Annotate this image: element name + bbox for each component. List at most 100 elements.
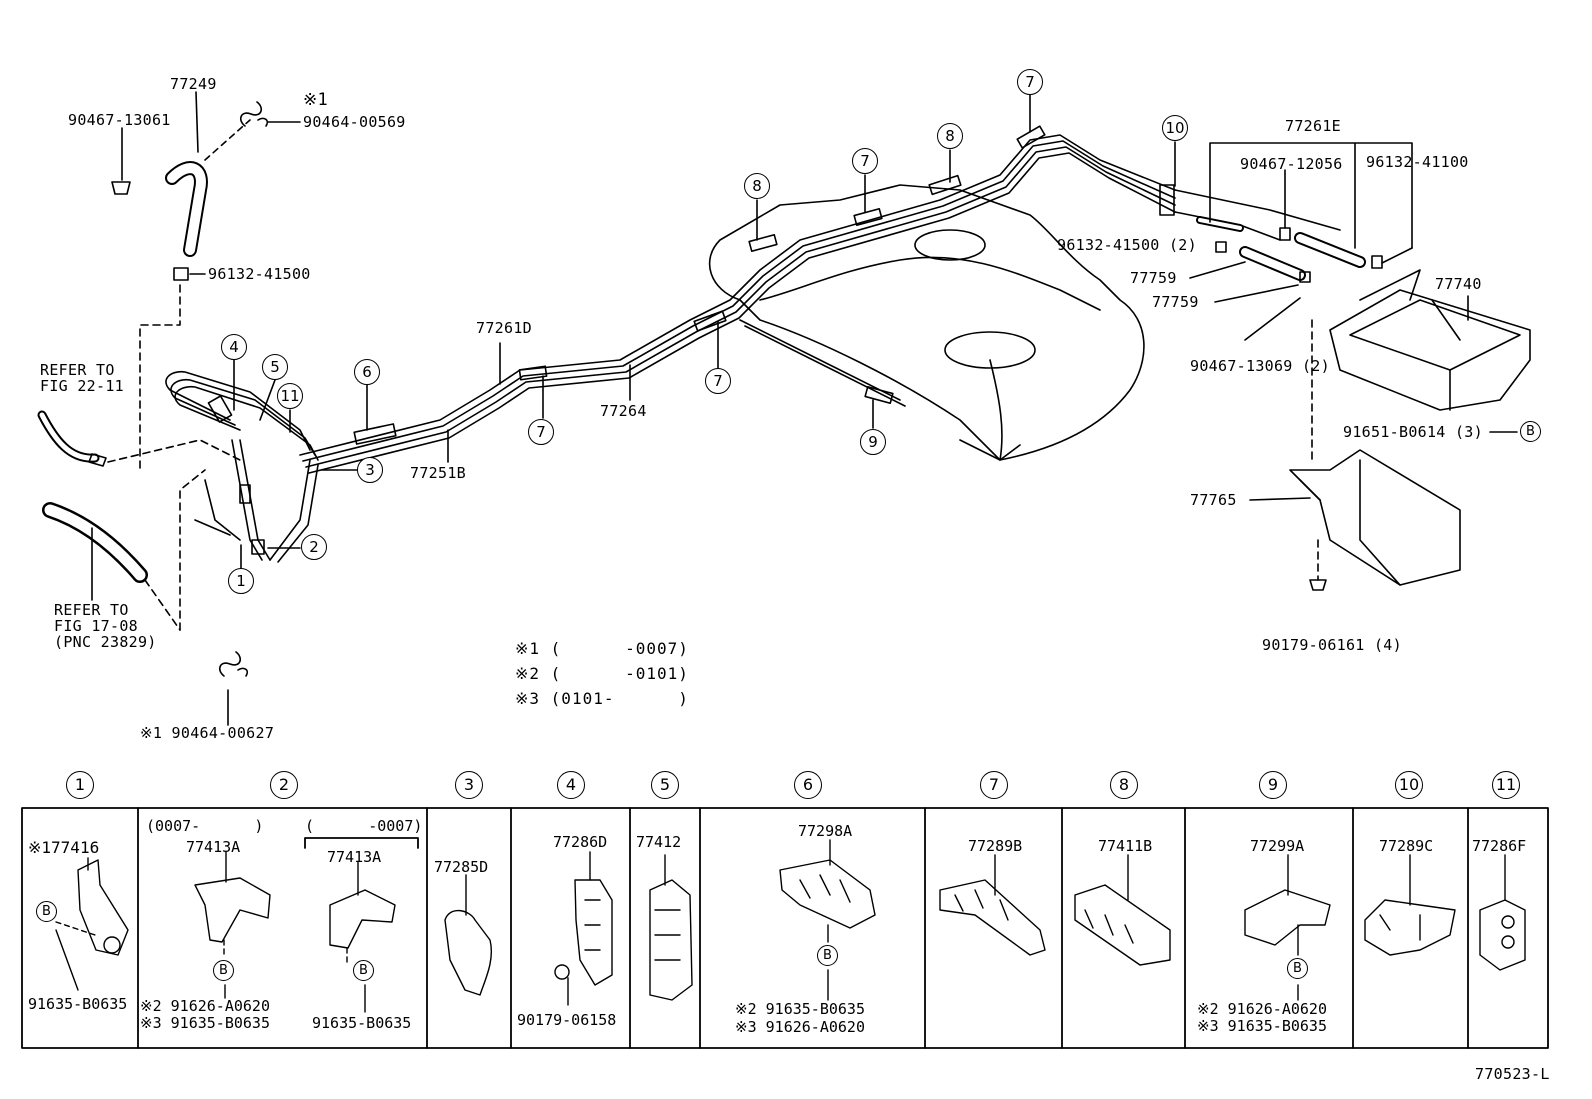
callout-5: 5 bbox=[262, 354, 288, 380]
cell9-b-marker: B bbox=[1287, 958, 1308, 979]
clamp-90464-00569-drawing bbox=[239, 101, 301, 127]
cell2-part-a: 77413A bbox=[186, 838, 241, 856]
label-90179-06161: 90179-06161 (4) bbox=[1262, 636, 1402, 654]
label-77740: 77740 bbox=[1435, 275, 1482, 293]
parts-table-frame bbox=[21, 807, 1549, 1049]
cell9-part: 77299A bbox=[1250, 837, 1305, 855]
callout-2: 2 bbox=[301, 534, 327, 560]
table-header-2: 2 bbox=[270, 771, 298, 799]
label-refer-to-2: REFER TO bbox=[54, 601, 129, 619]
note-3: ※3 (0101- ) bbox=[515, 689, 689, 708]
cell2-range-a: (0007- ) bbox=[146, 817, 264, 835]
label-77759-lower: 77759 bbox=[1152, 293, 1199, 311]
note-1: ※1 ( -0007) bbox=[515, 639, 689, 658]
hoses-77759-drawing bbox=[1189, 142, 1413, 341]
label-96132-41500-2: 96132-41500 (2) bbox=[1057, 236, 1197, 254]
cell11-part: 77286F bbox=[1472, 837, 1527, 855]
callout-1: 1 bbox=[228, 568, 254, 594]
cell9-sub1: ※2 91626-A0620 bbox=[1197, 1000, 1327, 1018]
cell1-b-marker: B bbox=[36, 901, 57, 922]
callout-7-c: 7 bbox=[852, 148, 878, 174]
cell6-b-marker: B bbox=[817, 945, 838, 966]
table-header-4: 4 bbox=[557, 771, 585, 799]
clamp-90464-00627-drawing bbox=[218, 651, 249, 726]
table-header-7: 7 bbox=[980, 771, 1008, 799]
callout-11: 11 bbox=[277, 383, 303, 409]
label-90467-12056: 90467-12056 bbox=[1240, 155, 1343, 173]
callout-b: B bbox=[1520, 421, 1541, 442]
table-header-6: 6 bbox=[794, 771, 822, 799]
callout-1-top-4: 4 bbox=[221, 334, 247, 360]
cell8-part: 77411B bbox=[1098, 837, 1153, 855]
cell2-sub-a2: ※3 91635-B0635 bbox=[140, 1014, 270, 1032]
cell3-part: 77285D bbox=[434, 858, 489, 876]
table-header-10: 10 bbox=[1395, 771, 1423, 799]
callout-7-b: 7 bbox=[705, 368, 731, 394]
table-header-11: 11 bbox=[1492, 771, 1520, 799]
refer-hose-17-08-drawing bbox=[42, 469, 206, 631]
table-header-8: 8 bbox=[1110, 771, 1138, 799]
label-77261e: 77261E bbox=[1285, 117, 1341, 135]
callout-9: 9 bbox=[860, 429, 886, 455]
tray-77765-drawing bbox=[1249, 449, 1461, 591]
label-90467-13061: 90467-13061 bbox=[68, 111, 171, 129]
canister-77740-drawing bbox=[1311, 269, 1531, 461]
cell2-b-marker-a: B bbox=[213, 960, 234, 981]
cell2-range-b: ( -0007) bbox=[305, 817, 423, 835]
callout-8-b: 8 bbox=[937, 123, 963, 149]
hose-77249-drawing bbox=[165, 91, 251, 257]
callout-10: 10 bbox=[1162, 115, 1188, 141]
callout-3: 3 bbox=[357, 457, 383, 483]
label-96132-41100: 96132-41100 bbox=[1366, 153, 1469, 171]
label-77249: 77249 bbox=[170, 75, 217, 93]
label-96132-41500: 96132-41500 bbox=[208, 265, 311, 283]
label-refer-to-1: REFER TO bbox=[40, 361, 115, 379]
cell2-part-b: 77413A bbox=[327, 848, 382, 866]
cell10-part: 77289C bbox=[1379, 837, 1434, 855]
note-marker-1-top: ※1 bbox=[303, 90, 329, 110]
callout-7-d: 7 bbox=[1017, 69, 1043, 95]
callout-7-a: 7 bbox=[528, 419, 554, 445]
label-90464-00569: 90464-00569 bbox=[303, 113, 406, 131]
label-fig-17-08: FIG 17-08 bbox=[54, 617, 138, 635]
left-tube-bundle-drawing bbox=[165, 370, 319, 563]
table-part-sketches bbox=[55, 839, 1526, 1013]
label-pnc-23829: (PNC 23829) bbox=[54, 633, 157, 651]
cell4-sub: 90179-06158 bbox=[517, 1011, 617, 1029]
table-header-9: 9 bbox=[1259, 771, 1287, 799]
callout-6: 6 bbox=[354, 359, 380, 385]
cell6-sub2: ※3 91626-A0620 bbox=[735, 1018, 865, 1036]
cell9-sub2: ※3 91635-B0635 bbox=[1197, 1017, 1327, 1035]
cell1-sub: 91635-B0635 bbox=[28, 995, 128, 1013]
label-90464-00627: ※1 90464-00627 bbox=[140, 724, 275, 742]
label-77765: 77765 bbox=[1190, 491, 1237, 509]
cell7-part: 77289B bbox=[968, 837, 1023, 855]
fuel-tank-drawing bbox=[708, 184, 1145, 461]
cell6-sub1: ※2 91635-B0635 bbox=[735, 1000, 865, 1018]
label-91651-b0614: 91651-B0614 (3) bbox=[1343, 423, 1483, 441]
clip-90467-13061-drawing bbox=[111, 127, 131, 195]
diagram-code: 770523-L bbox=[1475, 1065, 1550, 1083]
label-fig-22-11: FIG 22-11 bbox=[40, 377, 124, 395]
table-header-1: 1 bbox=[66, 771, 94, 799]
cell4-part: 77286D bbox=[553, 833, 608, 851]
label-77261d: 77261D bbox=[476, 319, 532, 337]
label-77759-upper: 77759 bbox=[1130, 269, 1177, 287]
cell2-sub-b: 91635-B0635 bbox=[312, 1014, 412, 1032]
callout-leaders bbox=[233, 94, 1518, 569]
note-2: ※2 ( -0101) bbox=[515, 664, 689, 683]
cell2-b-marker-b: B bbox=[353, 960, 374, 981]
label-90467-13069: 90467-13069 (2) bbox=[1190, 357, 1330, 375]
cell1-part: ※177416 bbox=[28, 838, 100, 857]
label-77264: 77264 bbox=[600, 402, 647, 420]
clamp-96132-41500-drawing bbox=[139, 267, 206, 471]
cell2-sub-a1: ※2 91626-A0620 bbox=[140, 997, 270, 1015]
callout-8-a: 8 bbox=[744, 173, 770, 199]
label-77251b: 77251B bbox=[410, 464, 466, 482]
refer-tube-22-11-drawing bbox=[37, 410, 241, 467]
cell5-part: 77412 bbox=[636, 833, 682, 851]
cell6-part: 77298A bbox=[798, 822, 853, 840]
table-header-3: 3 bbox=[455, 771, 483, 799]
table-header-5: 5 bbox=[651, 771, 679, 799]
